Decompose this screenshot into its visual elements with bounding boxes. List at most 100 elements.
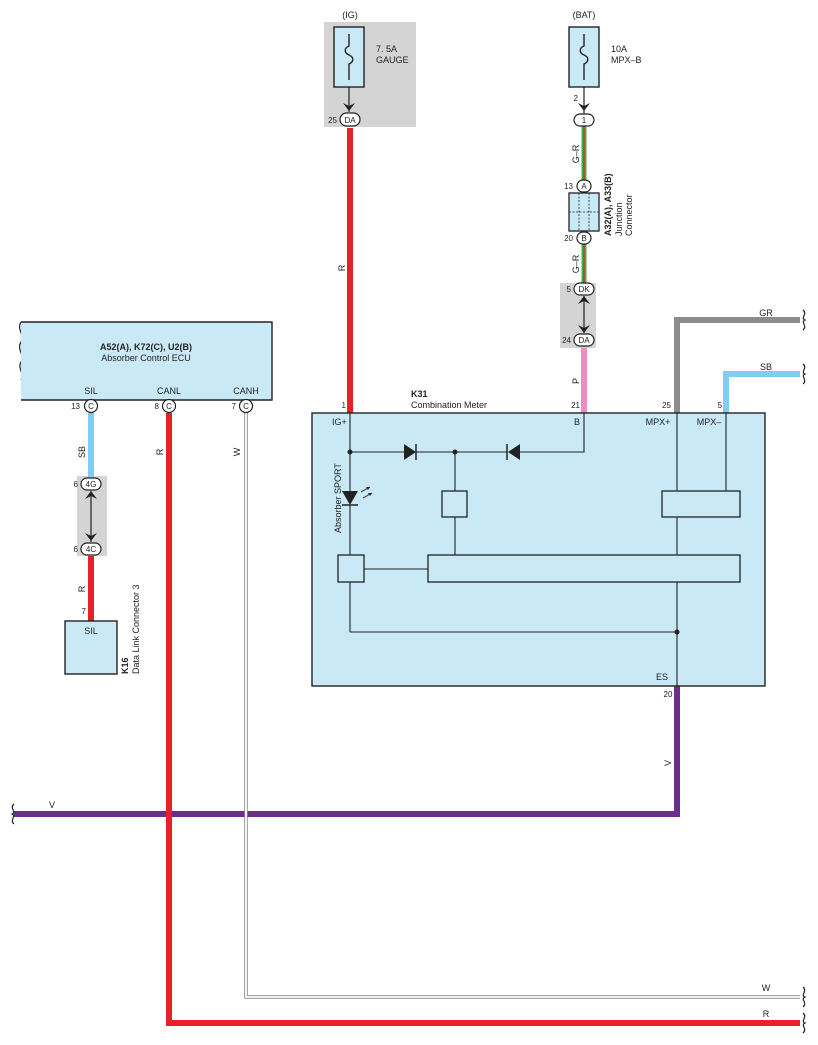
ecu-canh-code: C [243, 402, 249, 411]
junction-grid [569, 193, 599, 231]
arrow-up-icon [85, 491, 97, 499]
jc-4g-connector [80, 477, 102, 491]
ig-fuse-rating: 7. 5A [376, 44, 397, 54]
junction-dot [674, 629, 680, 635]
meter-ig-pin: 1 [342, 401, 347, 410]
fuse-symbol-icon [344, 34, 354, 80]
ecu-canl-connector [161, 398, 177, 414]
ecu-canh-pin: 7 [232, 402, 237, 411]
jc-4g-pin: 6 [74, 480, 79, 489]
meter-es-label: ES [656, 672, 668, 682]
arrow-down-icon [578, 325, 590, 333]
bat-connector-1 [573, 113, 595, 127]
arrow-down-icon [343, 103, 355, 111]
ig-connector-code: DA [344, 116, 356, 125]
wire-canl-red [166, 413, 800, 1026]
combination-meter-box [311, 412, 766, 687]
diode-icon [404, 444, 417, 460]
wire-label-gr: GR [759, 308, 773, 318]
wire-label-sil-r: R [77, 585, 87, 592]
meter-mpxp-pin: 25 [662, 401, 671, 410]
meter-block-led-driver [337, 554, 365, 583]
junction-dot [452, 449, 458, 455]
ecu-sil-label: SIL [84, 386, 98, 396]
bat-fuse-rating: 10A [611, 44, 627, 54]
bat-fuse-name: MPX–B [611, 55, 642, 65]
ecu-sil-pin: 13 [71, 402, 80, 411]
jc-b-code: B [581, 234, 586, 243]
meter-es-pin: 20 [664, 690, 673, 699]
wire-label-bat-gr-top: G–R [571, 144, 581, 163]
wire-label-canl-r: R [155, 448, 165, 455]
dlc3-pin: 7 [82, 607, 87, 616]
dlc3-id: K16 [120, 657, 130, 674]
meter-block-cpu [427, 554, 741, 583]
ecu-box [21, 321, 273, 401]
wire-label-v-bus: V [49, 800, 55, 810]
meter-mpxp-label: MPX+ [646, 417, 671, 427]
wire-mpx-plus-gray [674, 317, 800, 413]
ig-connector-pin: 25 [328, 116, 337, 125]
meter-b-pin: 21 [571, 401, 580, 410]
meter-block-mpx [661, 490, 741, 518]
meter-ig-label: IG+ [332, 417, 347, 427]
ecu-canh-connector [238, 398, 254, 414]
meter-name: Combination Meter [411, 400, 487, 410]
jc-dk-connector [573, 282, 595, 296]
wire-label-sb: SB [760, 362, 772, 372]
meter-id: K31 [411, 389, 428, 399]
jc-4g-code: 4G [86, 480, 97, 489]
wire-label-w-out: W [762, 983, 771, 993]
ig-fuse-name: GAUGE [376, 55, 409, 65]
jc-a-connector [576, 179, 592, 193]
bat-source-label: (BAT) [573, 10, 596, 20]
ig-connector [339, 112, 361, 127]
meter-mpxm-label: MPX– [697, 417, 722, 427]
meter-mpxm-pin: 5 [718, 401, 723, 410]
junction-name-2: Connector [624, 194, 634, 236]
jc-dk-pin: 5 [567, 285, 572, 294]
jc-dk-code: DK [578, 285, 590, 294]
wire-label-canh-w: W [232, 447, 242, 456]
fuse-symbol-icon [579, 34, 589, 80]
wire-label-r-out: R [763, 1009, 770, 1019]
ecu-canl-pin: 8 [155, 402, 160, 411]
jc-4c-connector [80, 542, 102, 556]
jc-da-code: DA [578, 336, 590, 345]
ecu-sil-connector [83, 398, 99, 414]
wire-label-b-p: P [571, 378, 581, 384]
jc-b-pin: 20 [564, 234, 573, 243]
bat-connector-1-label: 1 [582, 116, 587, 125]
diode-icon [506, 444, 520, 460]
dlc3-name: Data Link Connector 3 [131, 584, 141, 674]
jc-da-connector [573, 333, 595, 347]
arrow-down-icon [578, 103, 590, 111]
bat-fuse-pin: 2 [574, 94, 579, 103]
wire-label-ig-r: R [337, 264, 347, 271]
ecu-sil-code: C [88, 402, 94, 411]
ecu-canl-code: C [166, 402, 172, 411]
jc-4c-code: 4C [86, 545, 96, 554]
dlc3-sil-label: SIL [84, 626, 98, 636]
wire-canh-white [245, 413, 800, 998]
ecu-canh-label: CANH [233, 386, 259, 396]
led-indicator-icon [342, 486, 373, 506]
wire-es-violet [14, 686, 680, 817]
junction-id: A32(A), A33(B) [603, 173, 613, 236]
meter-block-small [441, 490, 468, 518]
wire-label-sil-sb: SB [77, 446, 87, 458]
wire-mpx-minus-sky [723, 371, 800, 413]
meter-b-label: B [574, 417, 580, 427]
jc-a-pin: 13 [564, 182, 573, 191]
wire-label-bat-gr-bot: G–R [571, 254, 581, 273]
dlc3-box [64, 620, 118, 675]
meter-internal-circuit [349, 413, 727, 686]
jc-a-code: A [581, 182, 587, 191]
jc-da-pin: 24 [562, 336, 571, 345]
junction-name-1: Junction [614, 202, 624, 236]
jc-b-connector [576, 231, 592, 245]
ecu-canl-label: CANL [157, 386, 181, 396]
ecu-id: A52(A), K72(C), U2(B) [100, 342, 192, 352]
absorber-sport-label: Absorber SPORT [333, 463, 343, 533]
